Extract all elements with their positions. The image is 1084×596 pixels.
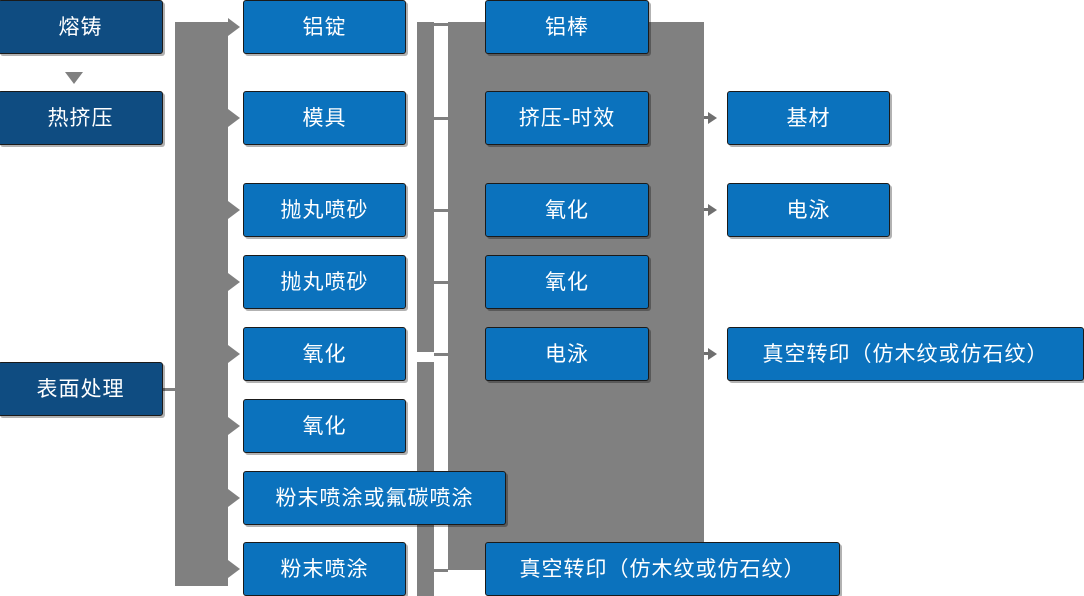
middle-tick-2 bbox=[434, 117, 448, 120]
node-label: 热挤压 bbox=[47, 105, 114, 130]
node-label: 真空转印（仿木纹或仿石纹） bbox=[519, 556, 806, 581]
node-process-shot-blasting-1[interactable]: 抛丸喷砂 bbox=[243, 183, 406, 237]
node-treatment-vacuum-transfer-printing[interactable]: 真空转印（仿木纹或仿石纹） bbox=[485, 542, 840, 596]
output-connector-arrow-1 bbox=[708, 112, 717, 124]
node-label: 电泳 bbox=[545, 341, 589, 366]
output-connector-arrow-2 bbox=[708, 204, 717, 216]
node-label: 真空转印（仿木纹或仿石纹） bbox=[762, 341, 1049, 366]
node-process-powder-coating[interactable]: 粉末喷涂 bbox=[243, 542, 406, 596]
surface-treat-connector bbox=[163, 388, 183, 391]
node-stage-hot-extrusion[interactable]: 热挤压 bbox=[0, 91, 163, 145]
left-trunk-bar bbox=[175, 22, 228, 586]
node-output-electrophoresis[interactable]: 电泳 bbox=[727, 183, 890, 237]
node-treatment-oxidation-1[interactable]: 氧化 bbox=[485, 183, 649, 237]
node-label: 表面处理 bbox=[36, 376, 125, 401]
left-trunk-arrow-1 bbox=[228, 18, 240, 36]
node-process-aluminum-ingot[interactable]: 铝锭 bbox=[243, 0, 406, 54]
left-trunk-down-arrow bbox=[65, 72, 83, 84]
node-process-oxidation-1[interactable]: 氧化 bbox=[243, 327, 406, 381]
node-label: 电泳 bbox=[786, 197, 831, 222]
node-output-vacuum-transfer-printing[interactable]: 真空转印（仿木纹或仿石纹） bbox=[727, 327, 1084, 381]
output-connector-arrow-3 bbox=[708, 348, 717, 360]
node-label: 氧化 bbox=[545, 269, 589, 294]
node-label: 粉末喷涂或氟碳喷涂 bbox=[275, 485, 474, 510]
node-output-base-material[interactable]: 基材 bbox=[727, 91, 890, 145]
left-trunk-arrow-4 bbox=[228, 273, 240, 291]
node-label: 熔铸 bbox=[58, 14, 103, 39]
node-stage-melting[interactable]: 熔铸 bbox=[0, 0, 163, 54]
left-trunk-arrow-6 bbox=[228, 417, 240, 435]
node-label: 铝棒 bbox=[545, 14, 589, 39]
middle-tick-6 bbox=[434, 569, 448, 572]
node-label: 挤压-时效 bbox=[518, 105, 616, 130]
node-label: 铝锭 bbox=[302, 14, 347, 39]
node-label: 模具 bbox=[302, 105, 347, 130]
node-process-powder-or-fluorocarbon-coating[interactable]: 粉末喷涂或氟碳喷涂 bbox=[243, 471, 506, 525]
node-treatment-aluminum-bar[interactable]: 铝棒 bbox=[485, 0, 649, 54]
node-stage-surface-treatment[interactable]: 表面处理 bbox=[0, 362, 163, 416]
node-process-shot-blasting-2[interactable]: 抛丸喷砂 bbox=[243, 255, 406, 309]
node-label: 氧化 bbox=[302, 341, 347, 366]
node-label: 氧化 bbox=[302, 413, 347, 438]
node-process-oxidation-2[interactable]: 氧化 bbox=[243, 399, 406, 453]
node-treatment-extrusion-aging[interactable]: 挤压-时效 bbox=[485, 91, 649, 145]
node-label: 抛丸喷砂 bbox=[280, 197, 369, 222]
middle-narrow-bar-upper bbox=[417, 22, 434, 352]
node-treatment-electrophoresis[interactable]: 电泳 bbox=[485, 327, 649, 381]
left-trunk-arrow-5 bbox=[228, 345, 240, 363]
middle-tick-5 bbox=[434, 353, 448, 356]
middle-tick-1 bbox=[434, 23, 448, 26]
middle-tick-3 bbox=[434, 209, 448, 212]
node-label: 氧化 bbox=[545, 197, 589, 222]
node-label: 粉末喷涂 bbox=[280, 556, 369, 581]
left-trunk-arrow-3 bbox=[228, 201, 240, 219]
node-treatment-oxidation-2[interactable]: 氧化 bbox=[485, 255, 649, 309]
node-label: 抛丸喷砂 bbox=[280, 269, 369, 294]
node-label: 基材 bbox=[786, 105, 831, 130]
left-trunk-arrow-2 bbox=[228, 109, 240, 127]
middle-tick-4 bbox=[434, 281, 448, 284]
left-trunk-arrow-8 bbox=[228, 560, 240, 578]
node-process-mold[interactable]: 模具 bbox=[243, 91, 406, 145]
left-trunk-arrow-7 bbox=[228, 489, 240, 507]
